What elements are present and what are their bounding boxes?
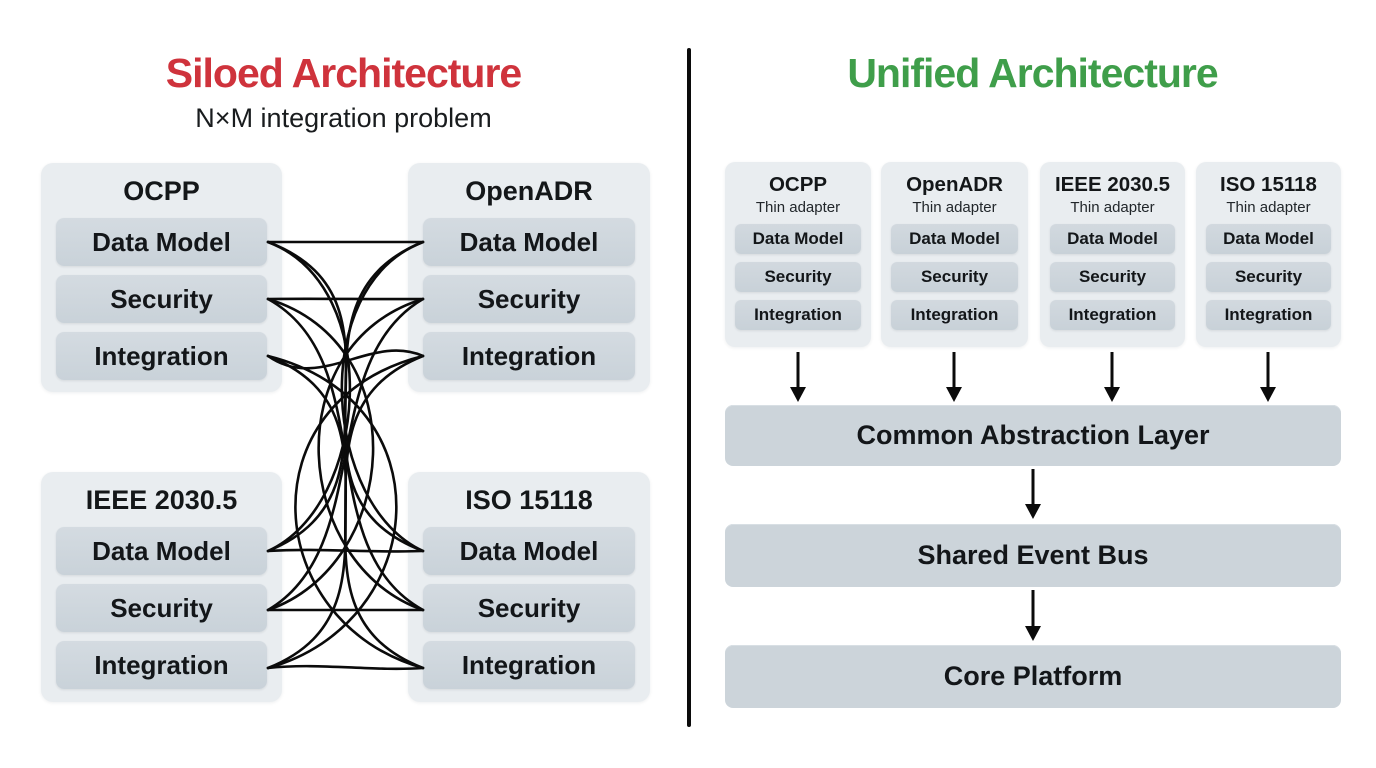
adapter-items: Data Model Security Integration (1196, 224, 1341, 330)
unified-architecture-title: Unified Architecture (847, 50, 1218, 96)
aspect-box-integration: Integration (423, 332, 635, 380)
siloed-connection-line (266, 297, 425, 612)
nxm-integration-subtitle: N×M integration problem (195, 103, 492, 133)
aspect-box-security: Security (423, 584, 635, 632)
adapter-items: Data Model Security Integration (725, 224, 871, 330)
group-card-iso-15118: ISO 15118 Data Model Security Integratio… (408, 472, 650, 702)
group-card-ocpp: OCPP Data Model Security Integration (41, 163, 282, 392)
adapter-card-ieee-2030-5: IEEE 2030.5 Thin adapter Data Model Secu… (1040, 162, 1185, 347)
group-title-iso-15118: ISO 15118 (465, 485, 593, 515)
group-title-ieee-2030-5: IEEE 2030.5 (85, 485, 238, 515)
adapter-subtitle: Thin adapter (1226, 199, 1311, 216)
adapter-items: Data Model Security Integration (881, 224, 1028, 330)
aspect-box-security: Security (56, 275, 267, 323)
adapter-subtitle: Thin adapter (1070, 199, 1155, 216)
adapter-title-openadr: OpenADR (906, 173, 1003, 196)
common-abstraction-layer-bar: Common Abstraction Layer (725, 405, 1341, 466)
group-items: Data Model Security Integration (41, 218, 282, 380)
siloed-connection-line (266, 354, 425, 670)
aspect-box-security: Security (423, 275, 635, 323)
aspect-box-data-model: Data Model (56, 218, 267, 266)
adapter-subtitle: Thin adapter (912, 199, 997, 216)
flow-arrow (1025, 469, 1041, 519)
aspect-box-data-model: Data Model (423, 218, 635, 266)
panel-divider-line (687, 48, 691, 727)
aspect-box-data-model: Data Model (735, 224, 861, 254)
adapter-items: Data Model Security Integration (1040, 224, 1185, 330)
adapter-title-iso-15118: ISO 15118 (1220, 173, 1317, 196)
siloed-connection-line (266, 664, 425, 671)
siloed-connection-line (266, 240, 425, 553)
flow-arrow (1260, 352, 1276, 402)
aspect-box-data-model: Data Model (1206, 224, 1331, 254)
group-items: Data Model Security Integration (41, 527, 282, 689)
aspect-box-integration: Integration (56, 332, 267, 380)
aspect-box-integration: Integration (423, 641, 635, 689)
siloed-connection-line (266, 349, 425, 370)
flow-arrow (790, 352, 806, 402)
adapter-card-iso-15118: ISO 15118 Thin adapter Data Model Securi… (1196, 162, 1341, 347)
aspect-box-data-model: Data Model (1050, 224, 1175, 254)
aspect-box-security: Security (891, 262, 1018, 292)
adapter-title-ocpp: OCPP (768, 173, 828, 196)
group-items: Data Model Security Integration (408, 218, 650, 380)
siloed-connection-line (266, 548, 425, 553)
siloed-connection-line (266, 297, 375, 612)
flow-arrow (946, 352, 962, 402)
siloed-architecture-title: Siloed Architecture (165, 50, 522, 96)
siloed-connection-line (294, 354, 425, 670)
aspect-box-data-model: Data Model (56, 527, 267, 575)
group-title-ocpp: OCPP (123, 176, 200, 206)
core-platform-bar: Core Platform (725, 645, 1341, 708)
group-title-openadr: OpenADR (465, 176, 593, 206)
aspect-box-integration: Integration (56, 641, 267, 689)
shared-event-bus-bar: Shared Event Bus (725, 524, 1341, 587)
aspect-box-data-model: Data Model (423, 527, 635, 575)
adapter-title-ieee-2030-5: IEEE 2030.5 (1054, 173, 1171, 196)
flow-arrow (1104, 352, 1120, 402)
adapter-card-openadr: OpenADR Thin adapter Data Model Security… (881, 162, 1028, 347)
aspect-box-integration: Integration (1206, 300, 1331, 330)
aspect-box-security: Security (735, 262, 861, 292)
aspect-box-data-model: Data Model (891, 224, 1018, 254)
adapter-card-ocpp: OCPP Thin adapter Data Model Security In… (725, 162, 871, 347)
adapter-subtitle: Thin adapter (755, 199, 841, 216)
group-items: Data Model Security Integration (408, 527, 650, 689)
siloed-connection-line (266, 354, 425, 670)
aspect-box-integration: Integration (1050, 300, 1175, 330)
siloed-connection-line (266, 354, 398, 670)
siloed-connection-line (266, 240, 425, 553)
aspect-box-integration: Integration (735, 300, 861, 330)
aspect-box-integration: Integration (891, 300, 1018, 330)
group-card-openadr: OpenADR Data Model Security Integration (408, 163, 650, 392)
aspect-box-security: Security (56, 584, 267, 632)
aspect-box-security: Security (1206, 262, 1331, 292)
siloed-connection-line (266, 297, 425, 612)
aspect-box-security: Security (1050, 262, 1175, 292)
flow-arrow (1025, 590, 1041, 641)
group-card-ieee-2030-5: IEEE 2030.5 Data Model Security Integrat… (41, 472, 282, 702)
